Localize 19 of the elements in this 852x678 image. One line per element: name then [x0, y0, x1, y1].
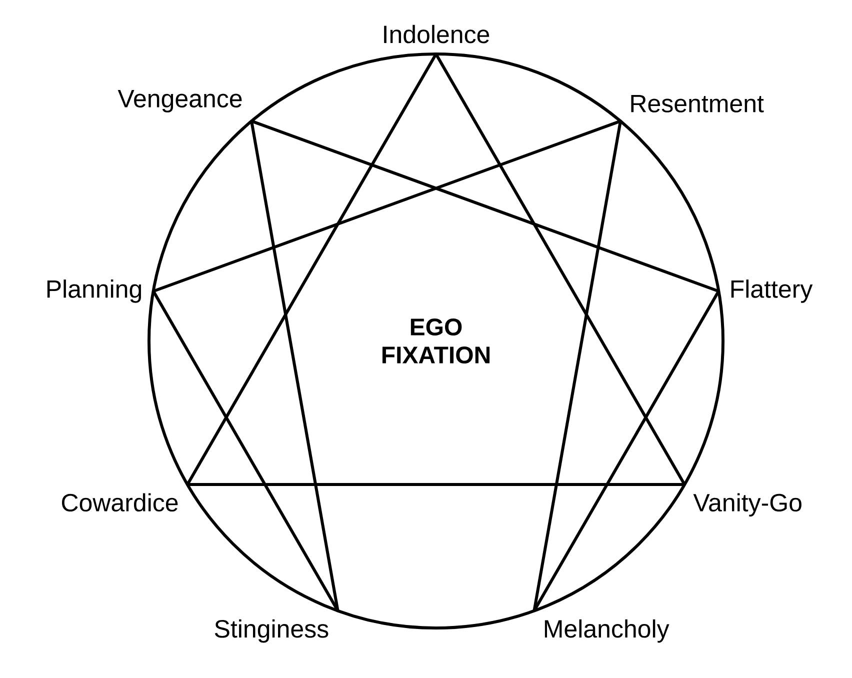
point-label: Cowardice [62, 493, 178, 512]
point-label: Melancholy [544, 619, 670, 643]
line [532, 120, 622, 612]
point-label: Planning [47, 280, 142, 303]
line [250, 120, 340, 612]
line [152, 120, 622, 293]
line [186, 52, 438, 486]
point-label: Resentment [631, 94, 764, 112]
center-title: EGO FIXATION [382, 318, 490, 364]
line [186, 483, 686, 486]
point-label: Flattery [731, 280, 813, 303]
point-label: Vanity-Go [693, 493, 802, 516]
point-label: Stinginess [214, 619, 328, 643]
line [152, 290, 340, 612]
line [250, 120, 720, 293]
point-label: Vengeance [118, 90, 242, 112]
line [434, 52, 686, 486]
line [532, 290, 720, 612]
point-label: Indolence [384, 24, 490, 44]
